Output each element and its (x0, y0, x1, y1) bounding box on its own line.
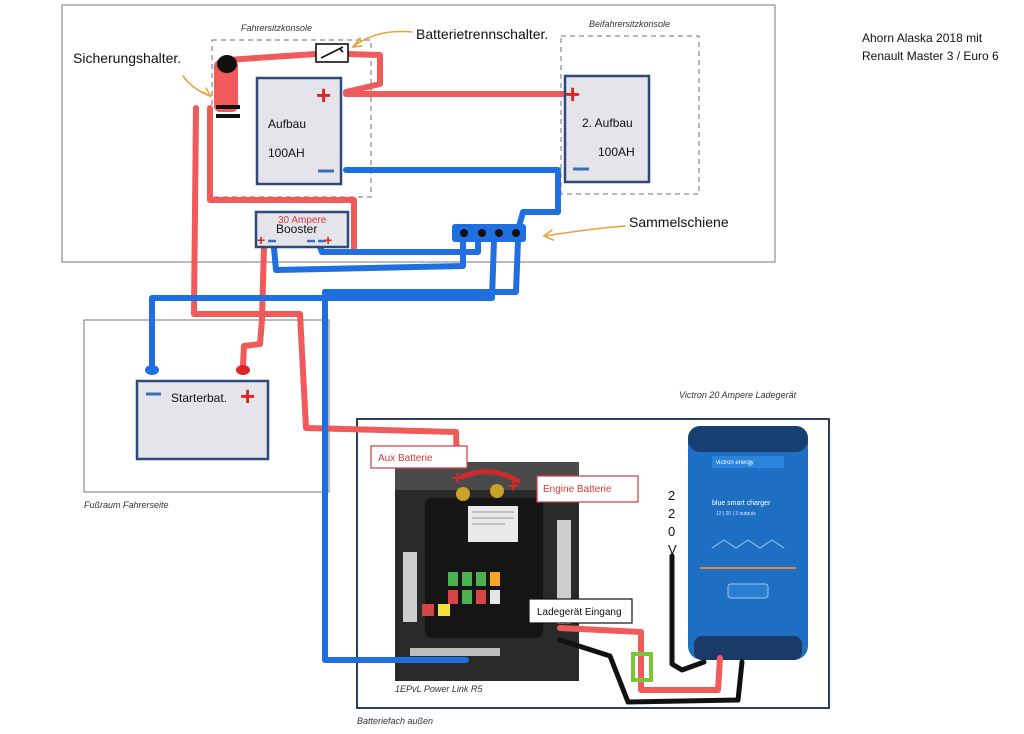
disconnect-switch (315, 43, 349, 63)
starter-battery-name: Starterbat. (171, 391, 227, 405)
svg-text:Engine Batterie: Engine Batterie (543, 484, 612, 495)
booster-rating: 30 Ampere (278, 215, 327, 226)
fuse-holder-callout: Sicherungshalter. (73, 50, 181, 66)
mains-voltage-char-3: 0 (668, 524, 675, 539)
busbar-terminal (478, 229, 486, 237)
mains-voltage-char-1: 2 (668, 488, 675, 503)
booster-plus-out: + (324, 232, 332, 248)
power-link-photo (395, 462, 579, 681)
battery-compartment-label: Batteriefach außen (357, 716, 433, 726)
starter-battery: + Starterbat. (135, 365, 270, 461)
power-link-caption: 1EPvL Power Link R5 (395, 684, 483, 694)
busbar-terminal (495, 229, 503, 237)
charger-brand: victron energy (716, 460, 754, 466)
busbar (452, 224, 526, 242)
starter-negative-terminal (145, 365, 159, 375)
charger-caption: Victron 20 Ampere Ladegerät (679, 390, 797, 400)
ladegeraet-eingang-label: Ladegerät Eingang (528, 598, 633, 624)
mains-voltage-char-4: V (668, 542, 677, 557)
aux-batterie-label: Aux Batterie (370, 445, 468, 469)
negative-wires (149, 167, 561, 663)
disconnect-switch-callout: Batterietrennschalter. (416, 26, 548, 42)
aux-battery-2: + 2. Aufbau 100AH (563, 74, 651, 184)
passenger-console-label: Beifahrersitzkonsole (589, 19, 670, 29)
switch-callout-arrow (351, 30, 413, 49)
aux-battery-1: + Aufbau 100AH (255, 76, 343, 186)
engine-batterie-label: Engine Batterie (536, 475, 639, 503)
header-title-line1: Ahorn Alaska 2018 mit (862, 31, 983, 45)
aux-terminal-plus: + (452, 468, 463, 488)
top-area-frame (61, 4, 776, 263)
starter-battery-plus: + (240, 381, 255, 411)
booster-plus-in: + (257, 232, 265, 248)
aux-battery-2-plus: + (565, 79, 580, 109)
mains-voltage-char-2: 2 (668, 506, 675, 521)
mains-and-charger-wires (557, 553, 745, 705)
footwell-label: Fußraum Fahrerseite (84, 500, 169, 510)
starter-positive-terminal (236, 365, 250, 375)
passenger-console-frame (560, 35, 700, 195)
booster-name: Booster (276, 222, 317, 236)
aux-battery-1-name: Aufbau (268, 117, 306, 131)
driver-console-label: Fahrersitzkonsole (241, 23, 312, 33)
booster: 30 Ampere Booster + + (254, 210, 350, 249)
callout-arrows (182, 30, 626, 241)
busbar-terminal (512, 229, 520, 237)
aux-battery-2-name: 2. Aufbau (582, 116, 633, 130)
fuse-callout-arrow (182, 75, 212, 98)
header-title-line2: Renault Master 3 / Euro 6 (862, 49, 999, 63)
svg-text:Ladegerät Eingang: Ladegerät Eingang (537, 607, 622, 618)
busbar-callout: Sammelschiene (629, 214, 729, 230)
charger-spec: 12 | 20 | 3 outputs (716, 511, 756, 517)
aux-battery-1-plus: + (316, 80, 331, 110)
aux-battery-2-capacity: 100AH (598, 145, 635, 159)
charger-input-connector (631, 652, 653, 682)
charger-model: blue smart charger (712, 500, 771, 507)
aux-battery-1-capacity: 100AH (268, 146, 305, 160)
busbar-callout-arrow (542, 225, 626, 241)
charger-device (688, 426, 808, 660)
busbar-terminal (460, 229, 468, 237)
svg-text:Aux Batterie: Aux Batterie (378, 453, 433, 464)
engine-terminal-plus: + (508, 476, 519, 496)
fuse-holder (214, 55, 240, 118)
positive-wires (191, 51, 723, 693)
